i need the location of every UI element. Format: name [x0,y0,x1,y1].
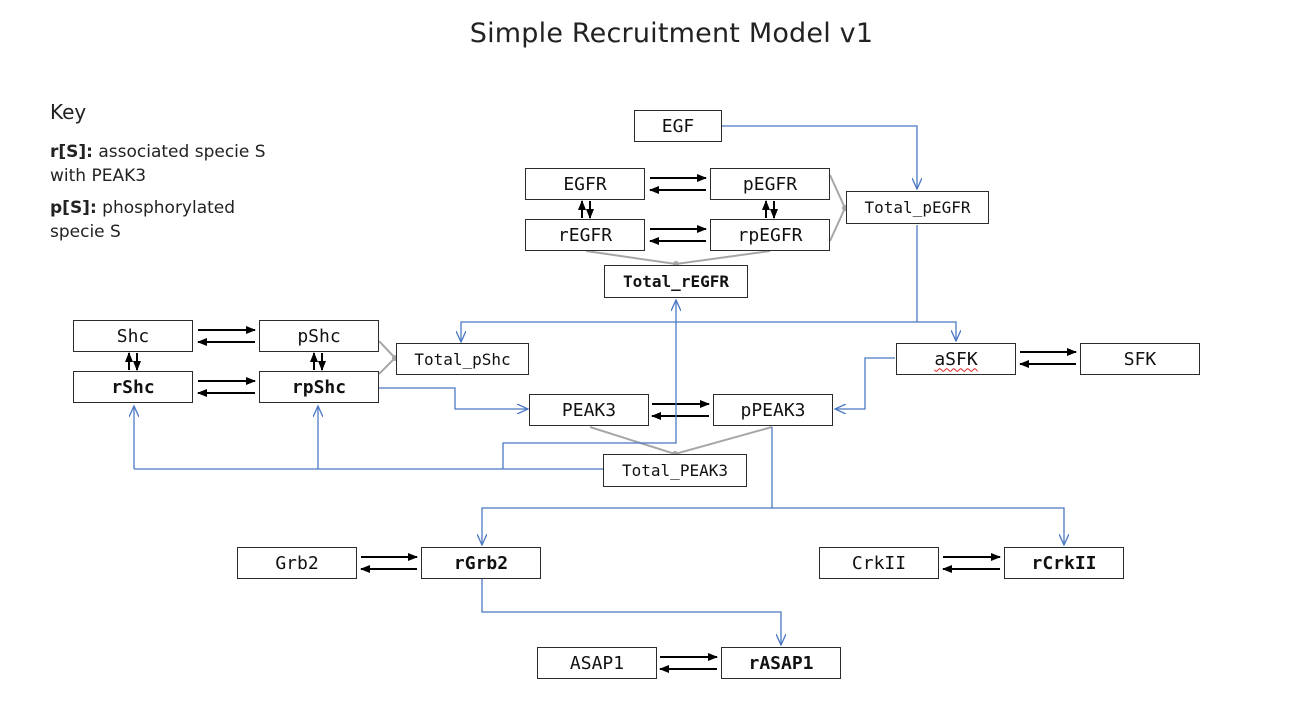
key-r-description: associated specie S with PEAK3 [50,142,266,186]
influence-asfk-to-ppeak3 [835,357,895,409]
influence-to-total-pshc [461,321,917,342]
node-pshc: pShc [259,320,379,352]
node-asap1: ASAP1 [537,647,657,679]
node-total-pshc: Total_pShc [396,343,529,375]
node-grb2: Grb2 [237,547,357,579]
node-rpegfr: rpEGFR [710,219,830,251]
node-rgrb2: rGrb2 [421,547,541,579]
node-sfk: SFK [1080,343,1200,375]
node-pegfr: pEGFR [710,168,830,200]
diagram-title: Simple Recruitment Model v1 [469,18,874,49]
node-asfk: aSFK [896,343,1016,375]
key-p-definition: p[S]: phosphorylated specie S [50,196,290,244]
node-asfk-label: aSFK [934,348,978,370]
node-ppeak3: pPEAK3 [713,394,833,426]
node-regfr: rEGFR [525,219,645,251]
influence-to-rcrkii [772,507,1064,545]
influence-to-asfk [917,321,956,341]
node-rcrkii: rCrkII [1004,547,1124,579]
key-p-term: p[S]: [50,198,97,218]
node-egfr: EGFR [525,168,645,200]
node-peak3: PEAK3 [529,394,649,426]
node-rasap1: rASAP1 [721,647,841,679]
node-crkii: CrkII [819,547,939,579]
node-egf: EGF [634,110,722,142]
node-total-regfr: Total_rEGFR [604,265,748,298]
sum-line-total-pshc [378,340,397,375]
sum-line-total-peak3 [589,426,773,456]
node-total-peak3: Total_PEAK3 [603,454,747,487]
key-p-description: phosphorylated specie S [50,198,236,242]
key-r-term: r[S]: [50,142,93,162]
influence-rgrb2-to-rasap1 [481,579,781,645]
key-heading: Key [50,100,87,124]
influence-to-rgrb2 [482,507,772,545]
node-total-pegfr: Total_pEGFR [846,191,989,224]
key-r-definition: r[S]: associated specie S with PEAK3 [50,140,290,188]
sum-line-total-regfr [585,250,771,266]
node-rpshc: rpShc [259,371,379,403]
sum-line-total-pegfr [829,174,847,242]
node-rshc: rShc [73,371,193,403]
node-shc: Shc [73,320,193,352]
influence-to-total-regfr [502,300,676,469]
influence-rpshc-to-peak3 [379,387,528,409]
